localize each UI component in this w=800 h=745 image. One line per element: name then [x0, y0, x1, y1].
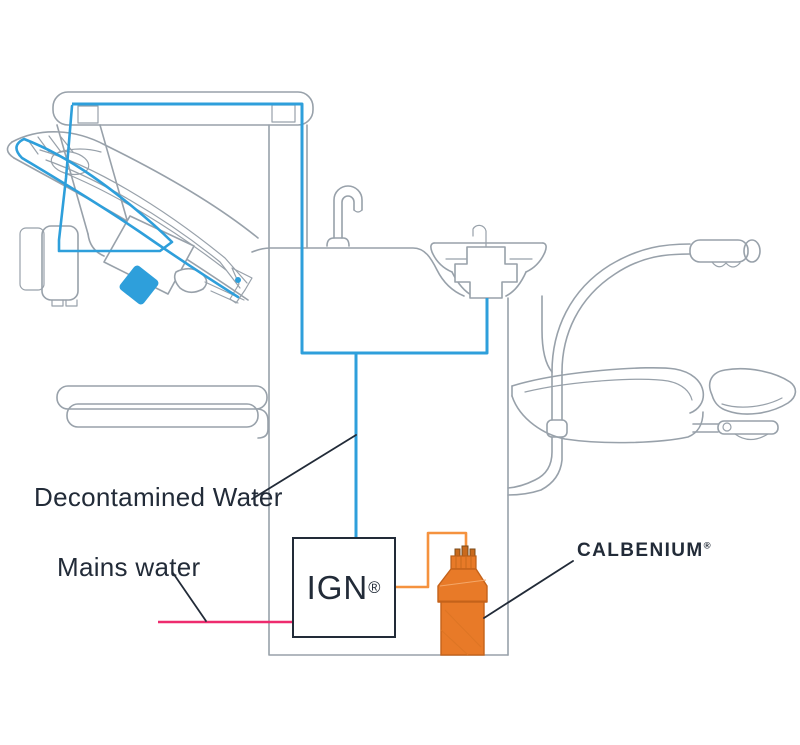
cuspidor-center-block — [454, 246, 518, 299]
calbenium-label: CALBENIUM® — [577, 540, 712, 561]
mains-water-leader — [172, 572, 207, 622]
light-arm — [551, 239, 761, 373]
calbenium-reg-mark: ® — [703, 540, 712, 552]
calbenium-line — [395, 531, 468, 589]
handpiece-water-dot — [235, 277, 241, 283]
decontamined-water-line — [72, 102, 489, 355]
cup-filler-spout — [472, 224, 487, 248]
decontamined-water-label: Decontamined Water — [34, 482, 283, 512]
water-reservoir-square — [119, 265, 159, 305]
mains-water-label: Mains water — [57, 552, 201, 582]
delivery-unit — [6, 91, 314, 307]
cuspidor-bowl — [430, 224, 547, 299]
mount-bracket — [19, 225, 79, 307]
chair-seat — [511, 367, 705, 444]
chair-armrest — [56, 385, 269, 439]
headrest — [692, 367, 797, 441]
delivery-water-loop — [15, 104, 240, 299]
decontamined-water-leader — [251, 434, 357, 500]
handpiece-console — [103, 215, 253, 304]
dental-chair — [56, 239, 797, 496]
ign-label: IGN® — [306, 568, 382, 606]
calbenium-bottle — [437, 545, 488, 656]
support-arm — [52, 91, 314, 257]
counter-faucet — [326, 185, 363, 247]
calbenium-leader — [483, 560, 574, 619]
unit-cabinet — [251, 247, 553, 656]
ign-box — [292, 537, 396, 638]
